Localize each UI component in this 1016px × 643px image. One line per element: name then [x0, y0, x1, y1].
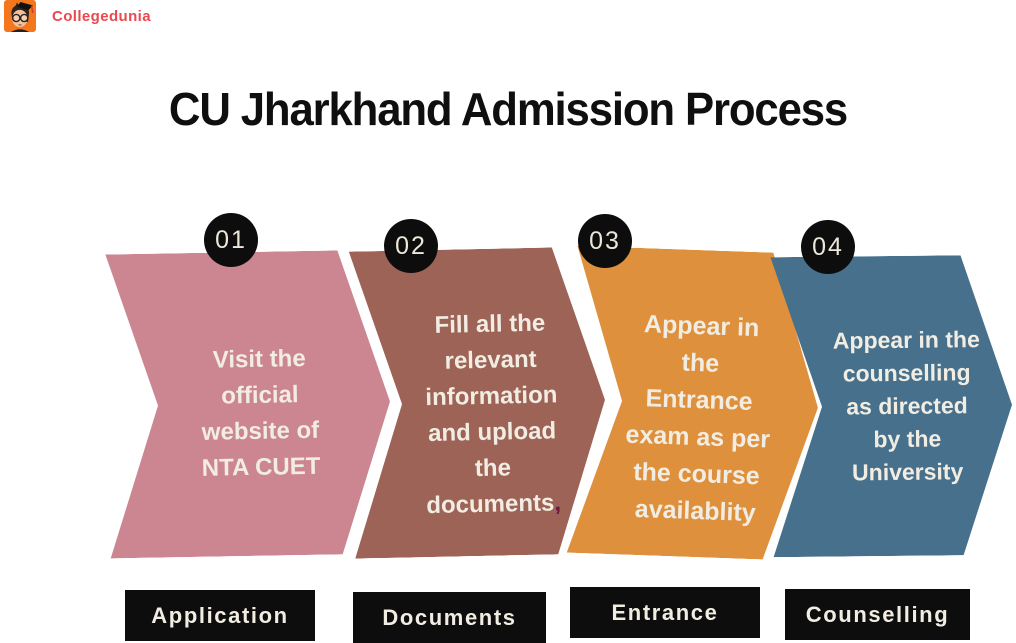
step-1-label: Application: [125, 590, 315, 641]
page-title: CU Jharkhand Admission Process: [168, 83, 848, 135]
text-line: website of: [201, 416, 320, 446]
step-3-number-badge: 03: [578, 214, 632, 268]
text-line: Fill all the: [434, 309, 546, 339]
documents-comma: ,: [553, 488, 562, 516]
step-2-description: Fill all the relevant information and up…: [376, 304, 607, 525]
text-line: NTA CUET: [201, 452, 321, 482]
text-line: University: [851, 457, 964, 485]
brand-wordmark: Collegedunia: [52, 8, 151, 25]
text-line: the: [474, 453, 512, 482]
step-4-number-badge: 04: [801, 220, 855, 274]
text-line: documents: [426, 488, 555, 519]
step-2-number-badge: 02: [384, 219, 438, 273]
step-3-description: Appear in the Entrance exam as per the c…: [576, 304, 822, 534]
text-line: relevant: [444, 345, 537, 375]
step-4-description: Appear in the counselling as directed by…: [801, 322, 1013, 489]
step-3-label: Entrance: [570, 587, 760, 638]
step-1-description: Visit the official website of NTA CUET: [129, 340, 391, 489]
step-1-number-badge: 01: [204, 213, 258, 267]
text-line: counselling: [842, 358, 971, 387]
text-line: information: [425, 380, 558, 411]
text-line: Appear in the: [832, 325, 980, 354]
text-line: and upload: [427, 416, 557, 447]
text-line: by the: [873, 424, 942, 452]
step-2-label: Documents: [353, 592, 546, 643]
text-line: official: [220, 381, 299, 410]
text-line: as directed: [846, 391, 968, 419]
text-line: Entrance: [645, 383, 754, 416]
text-line: documents,: [380, 484, 608, 525]
text-line: Visit the: [212, 345, 306, 374]
step-4-label: Counselling: [785, 589, 970, 640]
collegedunia-mascot-icon: [4, 0, 36, 32]
step-1-arrow: Visit the official website of NTA CUET: [105, 250, 392, 559]
text-line: availablity: [634, 494, 757, 527]
